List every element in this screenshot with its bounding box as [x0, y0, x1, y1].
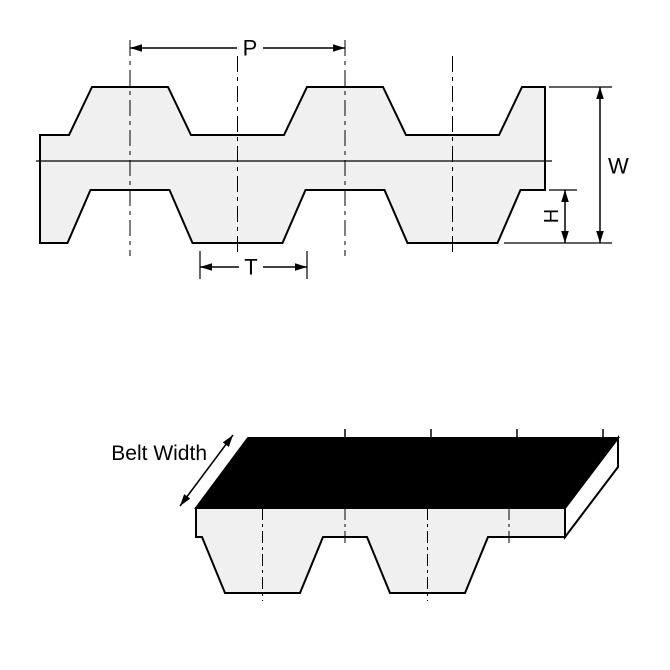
tooth-width-dimension: T — [199, 251, 308, 280]
tooth-label: T — [244, 255, 257, 280]
belt-width-arrow — [179, 434, 234, 507]
height-label: H — [541, 209, 563, 223]
cross-section-view: P W H T — [36, 36, 629, 280]
front-face-centerlines — [262, 508, 510, 601]
pitch-dimension: P — [130, 36, 345, 61]
belt-width-label: Belt Width — [111, 442, 207, 465]
belt-profile — [39, 86, 546, 244]
height-dimension: H — [541, 189, 577, 243]
belt-width-annotation: Belt Width — [111, 434, 234, 507]
width-dimension: W — [504, 86, 629, 244]
tooth-centerlines — [129, 40, 453, 256]
belt-front-face — [195, 507, 566, 594]
perspective-view: Belt Width — [111, 429, 621, 601]
pitch-label: P — [243, 36, 258, 61]
width-label: W — [608, 154, 629, 179]
back-edge-tick-marks — [344, 429, 604, 439]
belt-top-surface — [194, 437, 621, 509]
